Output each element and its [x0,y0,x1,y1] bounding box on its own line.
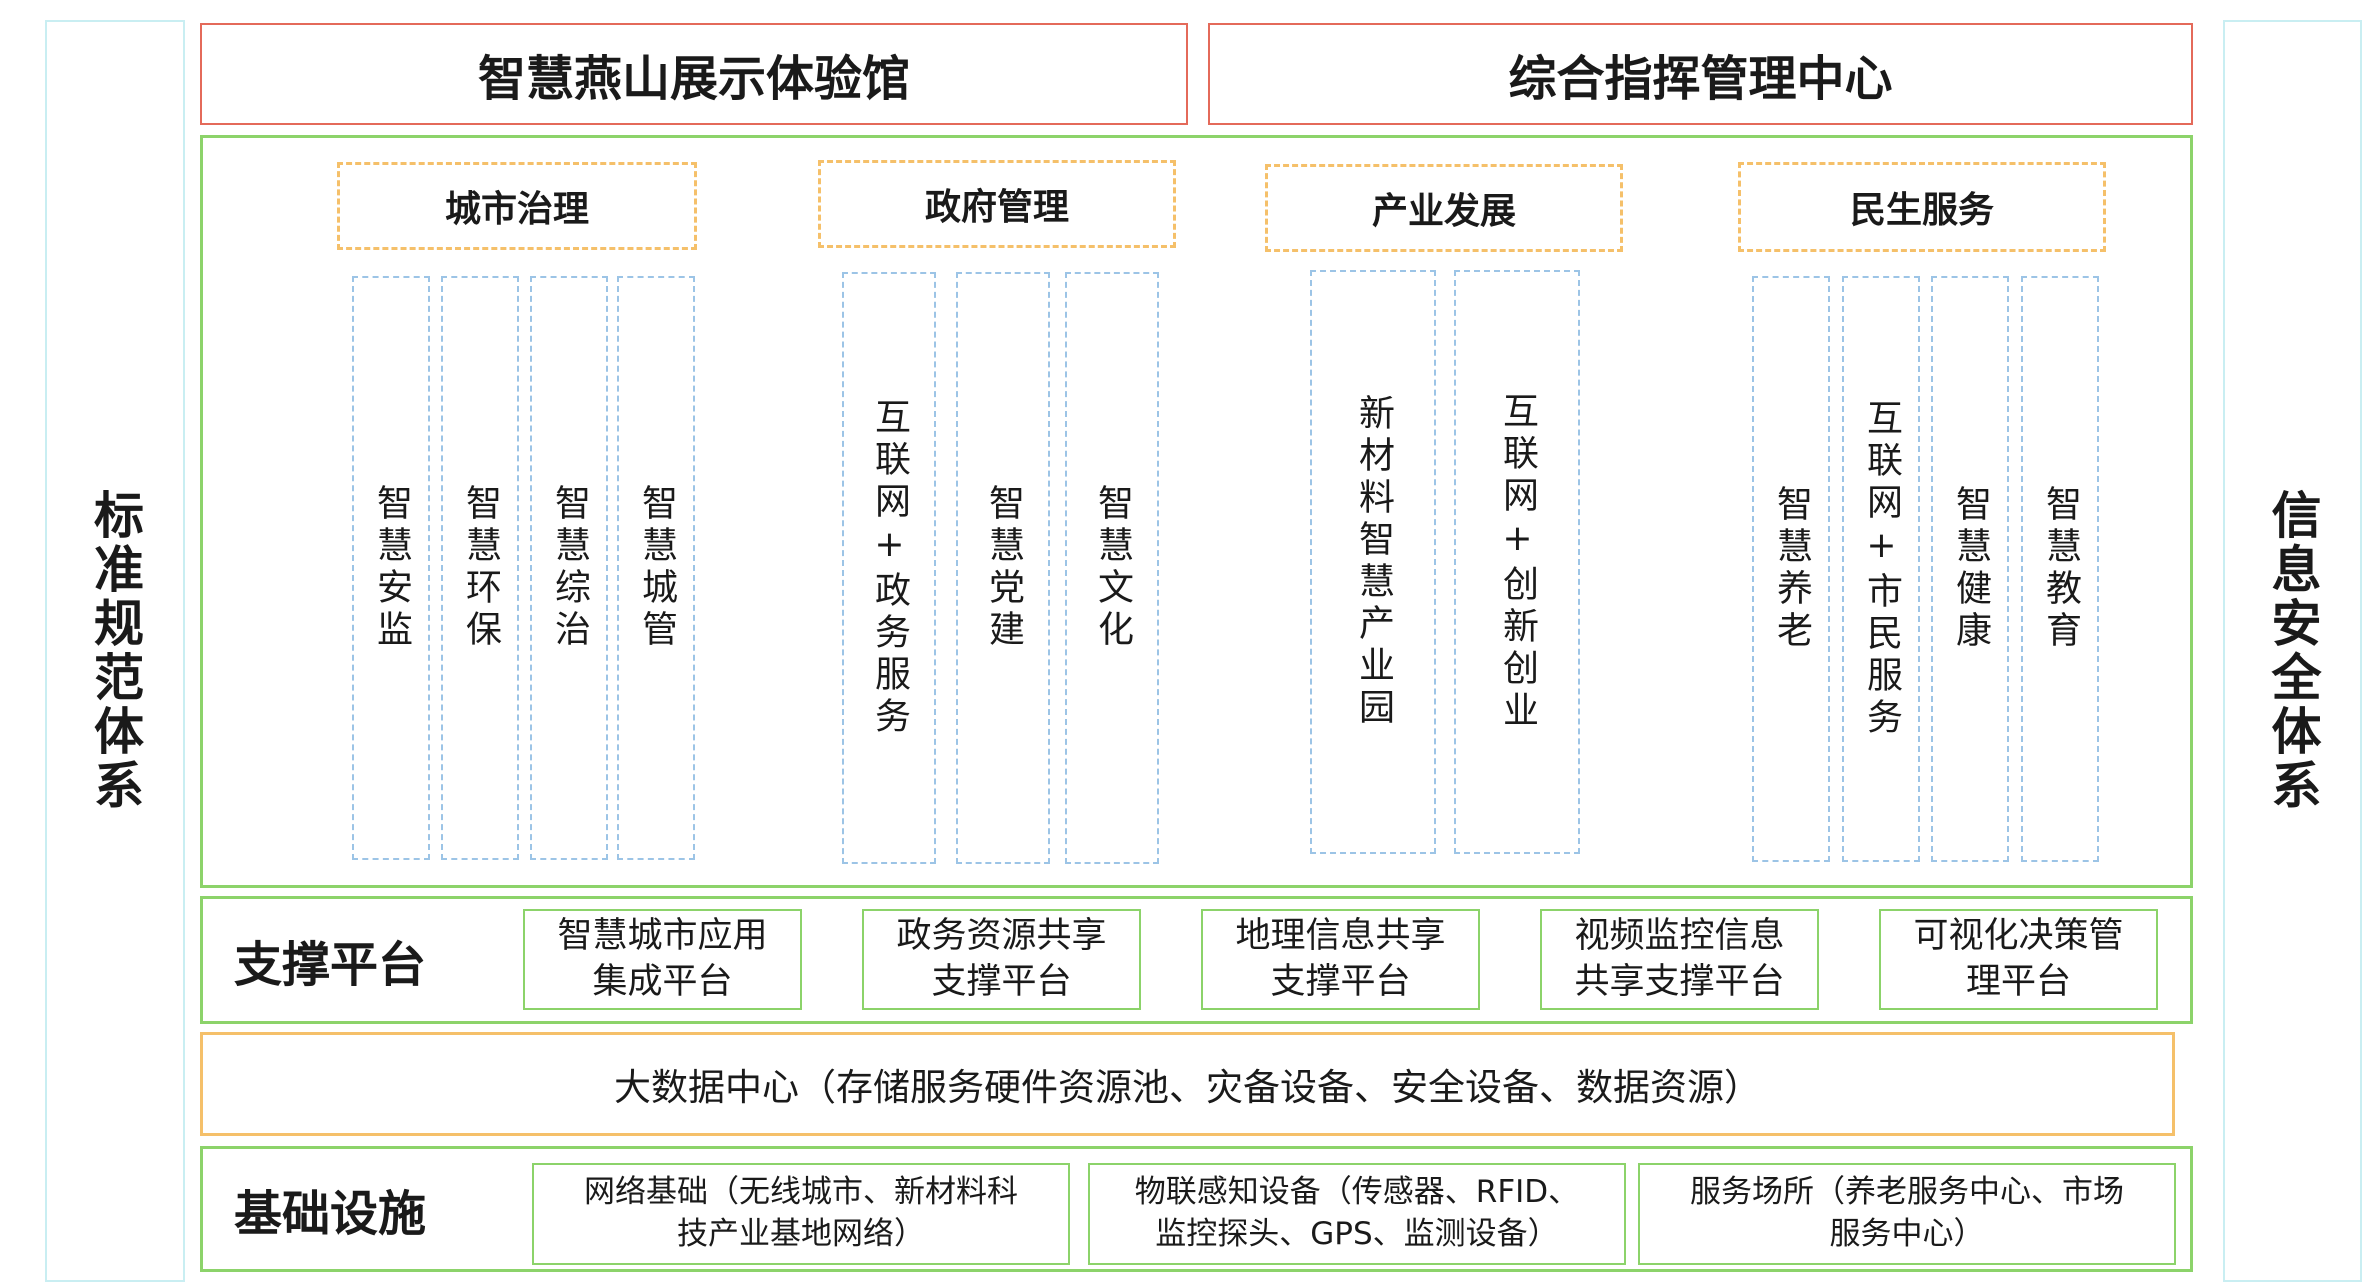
platform-line: 视频监控信息 [1574,916,1785,956]
platform-box: 地理信息共享支撑平台 [1201,909,1480,1010]
app-column-label: 智慧城管 [636,484,677,652]
security-panel: 信息安全体系 [2223,20,2362,1282]
app-column: 智慧文化 [1065,272,1159,864]
exhibition-hall-box: 智慧燕山展示体验馆 [200,23,1188,125]
infra-box: 物联感知设备（传感器、RFID、监控探头、GPS、监测设备） [1088,1163,1626,1265]
platform-line: 共享支撑平台 [1574,961,1785,1002]
app-column: 互联网+市民服务 [1842,276,1920,862]
applications-area [200,135,2193,888]
app-column-label: 智慧党建 [983,484,1024,652]
standards-panel: 标准规范体系 [45,20,185,1282]
app-column: 互联网+创新创业 [1454,270,1580,854]
category-government-management: 政府管理 [818,160,1176,248]
platform-box: 可视化决策管理平台 [1879,909,2158,1010]
support-platform-row [200,896,2193,1024]
app-column: 新材料智慧产业园 [1310,270,1436,854]
app-column: 智慧综治 [530,276,608,860]
app-column-label: 智慧文化 [1092,484,1133,652]
platform-box: 智慧城市应用集成平台 [523,909,802,1010]
support-platform-label: 支撑平台 [234,937,427,993]
category-public-services: 民生服务 [1738,162,2106,252]
app-column: 智慧教育 [2021,276,2099,862]
app-column: 智慧党建 [956,272,1050,864]
app-column-label: 智慧综治 [549,484,590,652]
infra-line: 网络基础（无线城市、新材料科 [584,1174,1018,1211]
platform-line: 支撑平台 [931,961,1072,1002]
infrastructure-row [200,1146,2193,1272]
infra-line: 监控探头、GPS、监测设备） [1155,1216,1559,1252]
infrastructure-label: 基础设施 [234,1186,427,1242]
app-column-label: 智慧安监 [371,484,412,652]
infra-line: 技产业基地网络） [677,1216,925,1252]
platform-line: 支撑平台 [1270,961,1411,1002]
standards-label: 标准规范体系 [86,489,144,813]
category-industry-development: 产业发展 [1265,164,1623,252]
infra-box: 网络基础（无线城市、新材料科技产业基地网络） [532,1163,1070,1265]
app-column-label: 智慧环保 [460,484,501,652]
infra-line: 服务场所（养老服务中心、市场 [1690,1174,2124,1211]
command-center-box: 综合指挥管理中心 [1208,23,2193,125]
app-column: 智慧环保 [441,276,519,860]
app-column-label: 互联网+创新创业 [1497,391,1538,733]
app-column: 智慧城管 [617,276,695,860]
big-data-center: 大数据中心（存储服务硬件资源池、灾备设备、安全设备、数据资源） [200,1032,2175,1136]
infra-line: 物联感知设备（传感器、RFID、 [1134,1174,1580,1211]
infra-line: 服务中心） [1829,1216,1985,1252]
security-label: 信息安全体系 [2263,489,2322,813]
category-urban-governance: 城市治理 [337,162,697,250]
app-column-label: 智慧养老 [1771,485,1812,653]
app-column-label: 智慧健康 [1950,485,1991,653]
platform-box: 视频监控信息共享支撑平台 [1540,909,1819,1010]
app-column-label: 互联网+市民服务 [1861,398,1902,740]
platform-line: 集成平台 [592,961,733,1002]
platform-line: 政务资源共享 [896,916,1107,956]
app-column-label: 智慧教育 [2040,485,2081,653]
app-column-label: 互联网+政务服务 [869,397,910,739]
platform-box: 政务资源共享支撑平台 [862,909,1141,1010]
platform-line: 地理信息共享 [1235,916,1446,956]
app-column: 互联网+政务服务 [842,272,936,864]
app-column: 智慧健康 [1931,276,2009,862]
app-column-label: 新材料智慧产业园 [1353,394,1394,730]
platform-line: 可视化决策管 [1913,916,2124,956]
infra-box: 服务场所（养老服务中心、市场服务中心） [1638,1163,2176,1265]
app-column: 智慧安监 [352,276,430,860]
app-column: 智慧养老 [1752,276,1830,862]
platform-line: 智慧城市应用 [557,916,768,956]
platform-line: 理平台 [1965,961,2071,1002]
